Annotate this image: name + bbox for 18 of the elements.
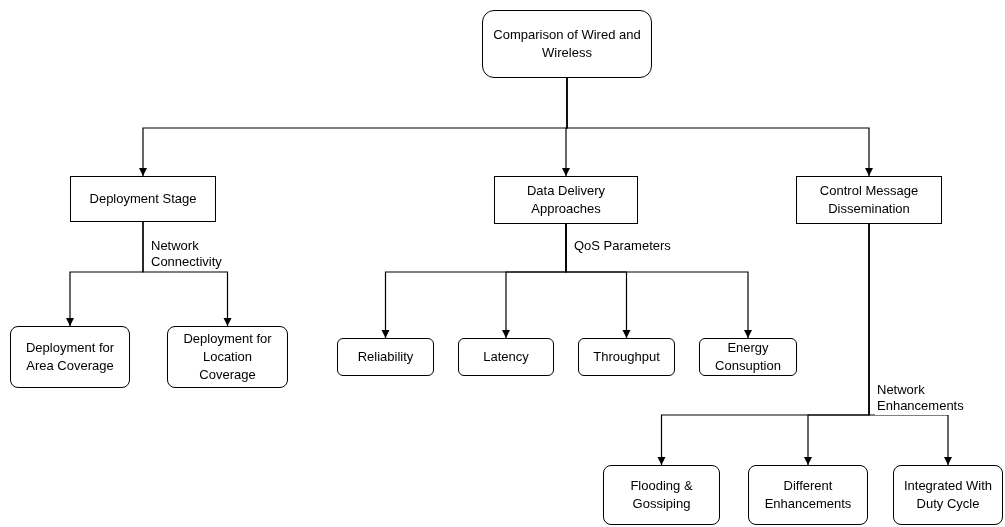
arrow	[566, 77, 874, 177]
process-box: Data Delivery Approaches	[494, 176, 638, 224]
process-box: Deployment for Location Coverage	[167, 326, 288, 388]
arrow	[565, 223, 753, 339]
process-box: Comparison of Wired and Wireless	[482, 10, 652, 78]
process-box: Different Enhancements	[748, 465, 868, 525]
process-box: Reliability	[337, 338, 434, 376]
process-box: Deployment Stage	[70, 176, 216, 222]
process-box: Flooding & Gossiping	[603, 465, 720, 525]
edge-label: QoS Parameters	[572, 238, 673, 255]
process-box: Deployment for Area Coverage	[10, 326, 130, 388]
process-box: Throughput	[578, 338, 675, 376]
process-box: Integrated With Duty Cycle	[893, 465, 1003, 525]
process-box: Energy Consuption	[699, 338, 797, 376]
process-box: Latency	[458, 338, 554, 376]
arrow	[868, 223, 953, 466]
arrow	[142, 221, 232, 327]
process-box: Control Message Dissemination	[796, 176, 942, 224]
